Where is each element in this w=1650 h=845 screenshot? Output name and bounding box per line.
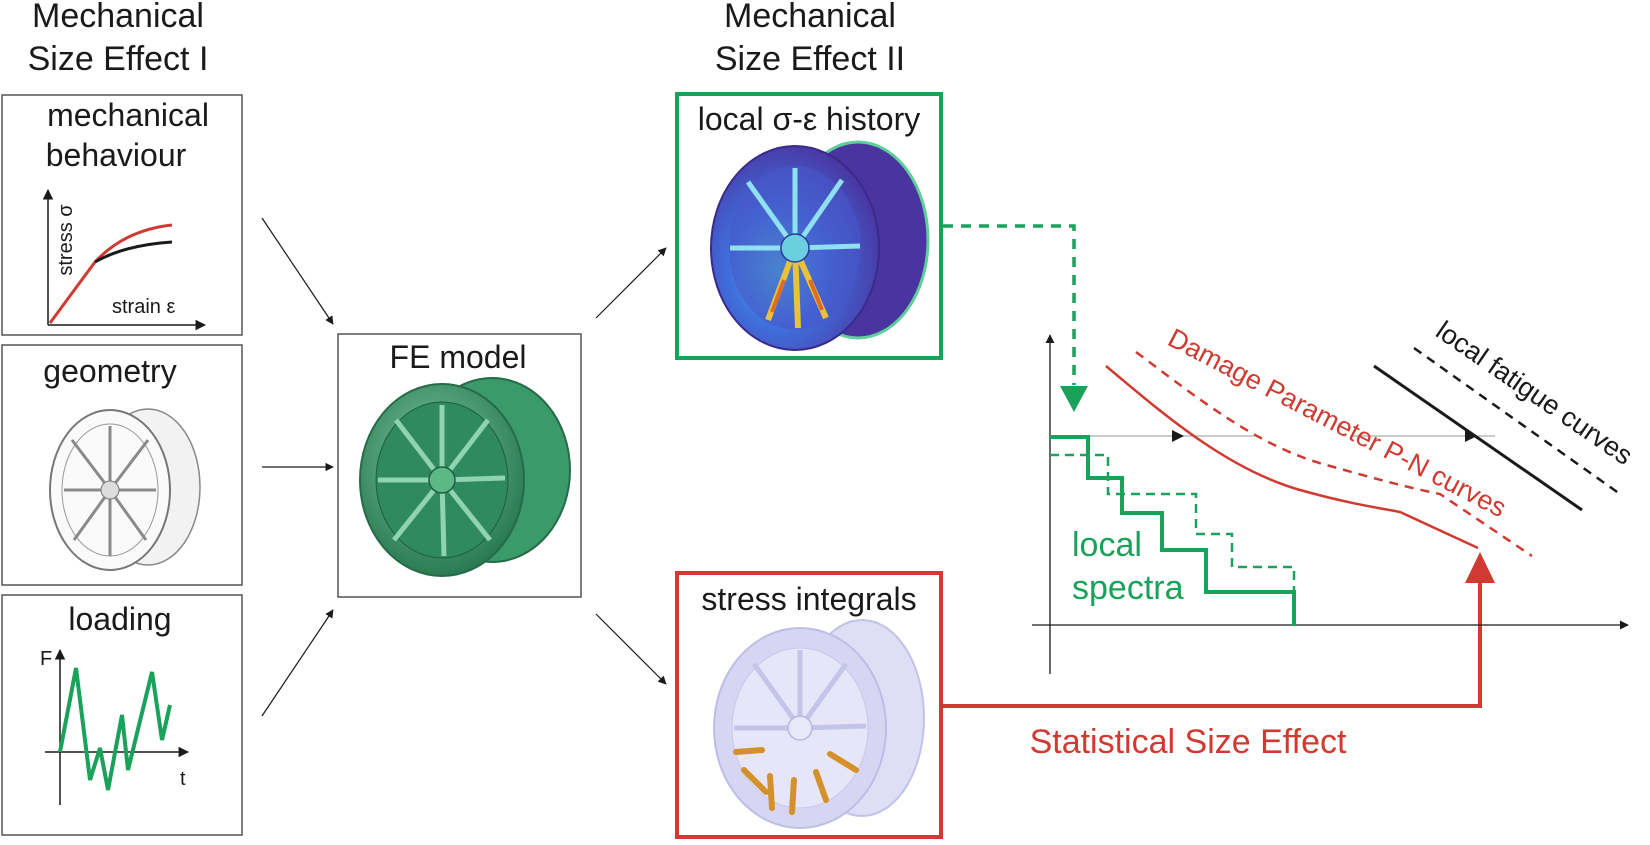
output-arrows	[595, 247, 667, 685]
local-history-title: local σ-ε history	[698, 101, 921, 137]
loading-box: loading F t	[1, 594, 243, 836]
geometry-box: geometry	[1, 344, 243, 586]
load-time-signal-icon	[45, 648, 190, 805]
statistical-size-effect-connector	[943, 552, 1495, 708]
geometry-title: geometry	[43, 353, 176, 389]
fe-model-box: FE model	[337, 333, 582, 598]
fe-wheel-model-icon	[359, 377, 571, 577]
input-arrows	[261, 217, 334, 717]
stress-integrals-box: stress integrals	[675, 571, 943, 839]
mechanical-behaviour-box: mechanical behaviour stress σ strain ε	[1, 94, 243, 336]
heading-mse2-line2: Size Effect II	[715, 40, 905, 78]
stress-integrals-title: stress integrals	[701, 581, 916, 617]
stress-contour-wheel-icon	[710, 140, 930, 351]
wheel-wireframe-icon	[49, 408, 201, 571]
damage-parameter-curves	[1105, 351, 1533, 558]
highlighted-spokes-wheel-icon	[713, 619, 925, 829]
fe-model-title: FE model	[390, 339, 527, 375]
local-spectra-label-line1: local	[1072, 526, 1142, 564]
time-axis-label: t	[180, 768, 186, 790]
heading-mse1-line1: Mechanical	[32, 0, 204, 35]
spectra-arrowhead	[1060, 386, 1088, 412]
strain-axis-label: strain ε	[112, 296, 175, 318]
mechanical-behaviour-title-line1: mechanical	[47, 97, 209, 133]
reference-level-lines	[1050, 430, 1495, 442]
stress-axis-label: stress σ	[55, 204, 77, 276]
local-history-box: local σ-ε history	[675, 92, 943, 360]
local-fatigue-curves	[1373, 346, 1621, 512]
force-axis-label: F	[40, 648, 52, 670]
heading-mse1-line2: Size Effect I	[28, 40, 209, 78]
mechanical-behaviour-title-line2: behaviour	[46, 137, 187, 173]
level-marker-2	[1465, 430, 1477, 442]
local-spectra-curves	[1050, 435, 1296, 626]
statistical-size-effect-label: Statistical Size Effect	[1030, 723, 1347, 761]
fatigue-chart: local spectra Damage Parameter P-N curve…	[1032, 315, 1638, 674]
loading-title: loading	[68, 601, 171, 637]
local-fatigue-label: local fatigue curves	[1431, 315, 1638, 471]
level-marker-1	[1172, 430, 1184, 442]
damage-arrowhead	[1465, 552, 1495, 583]
heading-mse2-line1: Mechanical	[724, 0, 896, 35]
heading-mechanical-size-effect-1: Mechanical Size Effect I	[28, 0, 209, 78]
chart-axes	[1032, 334, 1629, 674]
local-spectra-label-line2: spectra	[1072, 569, 1184, 607]
heading-mechanical-size-effect-2: Mechanical Size Effect II	[715, 0, 905, 78]
history-to-spectra-connector	[943, 224, 1088, 412]
stress-strain-curve-icon	[42, 188, 207, 331]
